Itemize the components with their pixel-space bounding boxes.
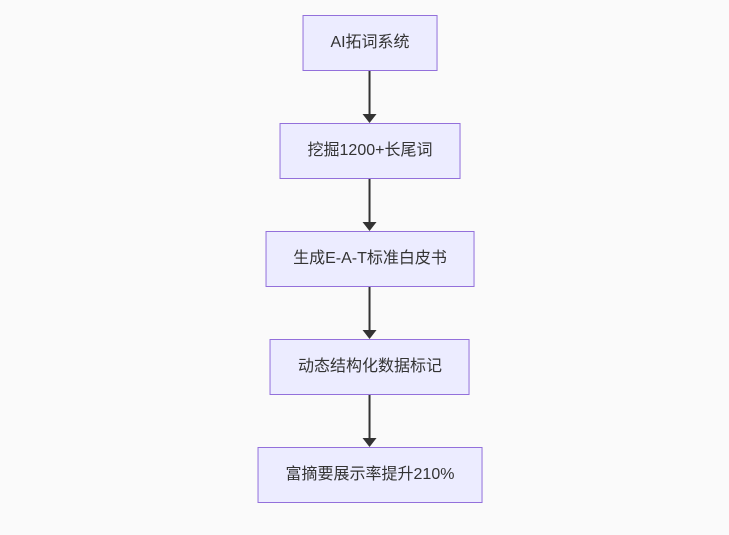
flow-node-ai-keyword-system: AI拓词系统	[302, 15, 438, 71]
flow-node-label: AI拓词系统	[330, 34, 410, 51]
arrow-line	[369, 287, 371, 330]
arrowhead-icon	[363, 222, 377, 231]
flow-node-rich-snippet-uplift: 富摘要展示率提升210%	[257, 447, 483, 503]
arrow-down-icon	[363, 71, 377, 123]
arrow-line	[369, 71, 371, 114]
flow-node-label: 富摘要展示率提升210%	[285, 466, 455, 483]
arrow-line	[369, 395, 371, 438]
flow-node-eat-whitepaper: 生成E-A-T标准白皮书	[265, 231, 475, 287]
arrowhead-icon	[363, 114, 377, 123]
flow-node-label: 动态结构化数据标记	[297, 358, 442, 375]
arrow-down-icon	[363, 395, 377, 447]
arrow-line	[369, 179, 371, 222]
arrowhead-icon	[363, 330, 377, 339]
flow-node-longtail-mining: 挖掘1200+长尾词	[279, 123, 461, 179]
flow-node-label: 生成E-A-T标准白皮书	[293, 250, 447, 267]
arrowhead-icon	[363, 438, 377, 447]
flow-node-label: 挖掘1200+长尾词	[307, 142, 433, 159]
arrow-down-icon	[363, 179, 377, 231]
flow-node-structured-data-markup: 动态结构化数据标记	[269, 339, 470, 395]
flowchart: AI拓词系统 挖掘1200+长尾词 生成E-A-T标准白皮书 动态结构化数据标记…	[257, 15, 483, 503]
arrow-down-icon	[363, 287, 377, 339]
